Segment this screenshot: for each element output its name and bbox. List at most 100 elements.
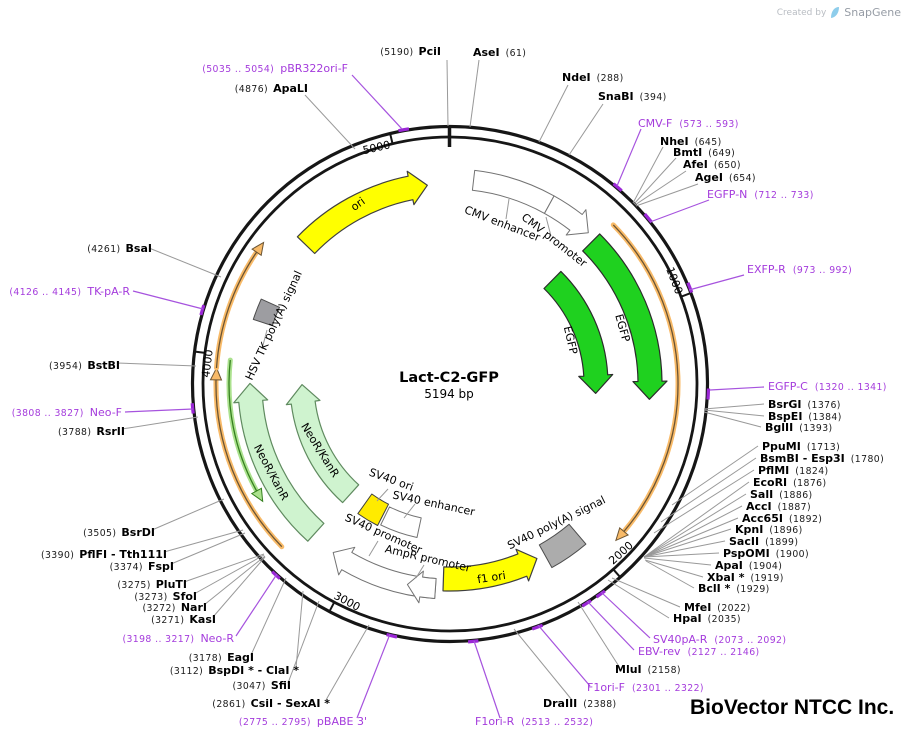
cmv-promoter-arrow <box>544 195 589 236</box>
primer-site-dash <box>706 388 711 400</box>
primer-label-neo-f: (3808 .. 3827)Neo-F <box>12 406 122 419</box>
enzyme-label-bglii: BglII(1393) <box>765 421 833 434</box>
enzyme-label-apai: ApaI(1904) <box>715 559 782 572</box>
primer-leader-line <box>616 128 642 187</box>
label-leader-line <box>250 577 287 656</box>
snapgene-credit: Created by SnapGene <box>777 6 901 19</box>
enzyme-label-pflmi: PflMI(1824) <box>758 464 829 477</box>
enzyme-label-snabi: SnaBI(394) <box>598 90 667 103</box>
tick-mark <box>679 291 692 299</box>
label-leader-line <box>703 403 765 410</box>
label-leader-line <box>577 601 621 669</box>
label-leader-line <box>121 416 199 430</box>
label-leader-line <box>634 170 687 206</box>
enzyme-label-pflfi: (3390)PflFI - Tth111I <box>41 548 167 561</box>
label-leader-line <box>376 488 389 502</box>
tick-label-3000: 3000 <box>332 589 363 614</box>
primer-site-dash <box>581 599 592 608</box>
label-leader-line <box>403 503 416 519</box>
label-leader-line <box>287 600 320 684</box>
primer-site-dash <box>612 182 623 192</box>
snapgene-text: SnapGene <box>844 6 901 19</box>
label-leader-line <box>148 247 222 278</box>
label-leader-line <box>203 555 266 606</box>
enzyme-label-pspomi: PspOMI(1900) <box>723 547 809 560</box>
enzyme-label-hpai: HpaI(2035) <box>673 612 741 625</box>
primer-site-dash <box>686 282 694 293</box>
primer-label-cmv-f: CMV-F(573 .. 593) <box>638 117 739 130</box>
orf-core <box>228 360 258 492</box>
label-leader-line <box>607 579 670 619</box>
egfp-arrow-outer <box>582 233 668 400</box>
label-leader-line <box>415 564 425 579</box>
label-leader-line <box>653 469 755 534</box>
label-leader-line <box>671 445 759 506</box>
enzyme-label-pcii: (5190)PciI <box>380 45 441 58</box>
feature-label-hsv-tk-polya: HSV TK poly(A) signal <box>243 269 305 382</box>
primer-site-dash <box>398 127 410 133</box>
orf-arrowhead <box>251 241 265 257</box>
primer-label-tk-pa-r: (4126 .. 4145)TK-pA-R <box>9 285 130 298</box>
enzyme-label-acci: AccI(1887) <box>746 500 811 513</box>
label-leader-line <box>193 554 265 595</box>
neor-kanr-arrow-inner <box>285 384 360 504</box>
primer-leader-line <box>473 640 501 719</box>
enzyme-label-bcli: BclI *(1929) <box>698 582 770 595</box>
orf-arc-forward-left-a <box>209 366 285 550</box>
sv40-ori-box <box>357 493 389 526</box>
enzyme-label-sfoi: (3273)SfoI <box>134 590 197 603</box>
feature-label-ampr-promoter: AmpR promoter <box>384 542 473 574</box>
primer-leader-line <box>688 274 745 291</box>
primer-leader-line <box>537 624 591 687</box>
primer-label-neo-r: (3198 .. 3217)Neo-R <box>122 632 234 645</box>
orf-core <box>215 251 258 369</box>
feature-label-egfp-inner: EGFP <box>561 325 580 356</box>
enzyme-label-mfei: MfeI(2022) <box>684 601 751 614</box>
neor-kanr-arrow-outer <box>233 382 325 542</box>
primer-site-dash <box>531 623 544 631</box>
label-leader-line <box>643 517 739 558</box>
orf-arc-forward-left-b <box>214 241 265 371</box>
label-leader-line <box>643 552 720 558</box>
label-leader-line <box>643 493 747 558</box>
enzyme-label-bstbi: (3954)BstBI <box>49 359 120 372</box>
label-leader-line <box>643 528 732 558</box>
primer-site-dash <box>199 304 206 316</box>
label-leader-line <box>368 540 379 557</box>
enzyme-label-ndei: NdeI(288) <box>562 71 624 84</box>
primer-site-dash <box>190 403 195 414</box>
enzyme-label-eagi: (3178)EagI <box>189 651 254 664</box>
orf-core <box>215 379 283 548</box>
label-leader-line <box>295 590 304 669</box>
f1-ori-arrow <box>442 548 538 592</box>
enzyme-label-acc65i: Acc65I(1892) <box>742 512 822 525</box>
primer-label-egfp-n: EGFP-N(712 .. 733) <box>707 188 814 201</box>
tick-label-4000: 4000 <box>199 349 215 378</box>
tick-mark <box>193 350 207 354</box>
tick-mark <box>389 132 394 145</box>
label-leader-line <box>212 556 266 618</box>
primer-site-dash <box>386 633 398 639</box>
label-leader-line <box>643 481 750 558</box>
enzyme-label-kasi: (3271)KasI <box>151 613 216 626</box>
plasmid-size: 5194 bp <box>424 387 474 401</box>
label-leader-line <box>632 146 664 204</box>
primer-label-f1ori-r: F1ori-R(2513 .. 2532) <box>475 715 593 728</box>
label-leader-line <box>633 157 677 205</box>
enzyme-label-bsrdi: (3505)BsrDI <box>83 526 155 539</box>
label-leader-line <box>304 94 356 150</box>
hsv-tk-polya-box <box>252 298 280 327</box>
created-by-text: Created by <box>776 7 827 18</box>
ampr-promoter-arrow <box>406 570 437 604</box>
label-leader-line <box>513 628 573 701</box>
enzyme-label-sacii: SacII(1899) <box>729 535 798 548</box>
label-leader-line <box>635 183 699 207</box>
enzyme-label-bsmbi: BsmBI - Esp3I(1780) <box>760 452 884 465</box>
enzyme-label-bspei: BspEI(1384) <box>768 410 842 423</box>
enzyme-label-ecori: EcoRI(1876) <box>753 476 826 489</box>
primer-leader-line <box>649 199 710 223</box>
primer-site-dash <box>595 589 606 599</box>
feature-label-sv40-ori: SV40 ori <box>367 466 415 494</box>
